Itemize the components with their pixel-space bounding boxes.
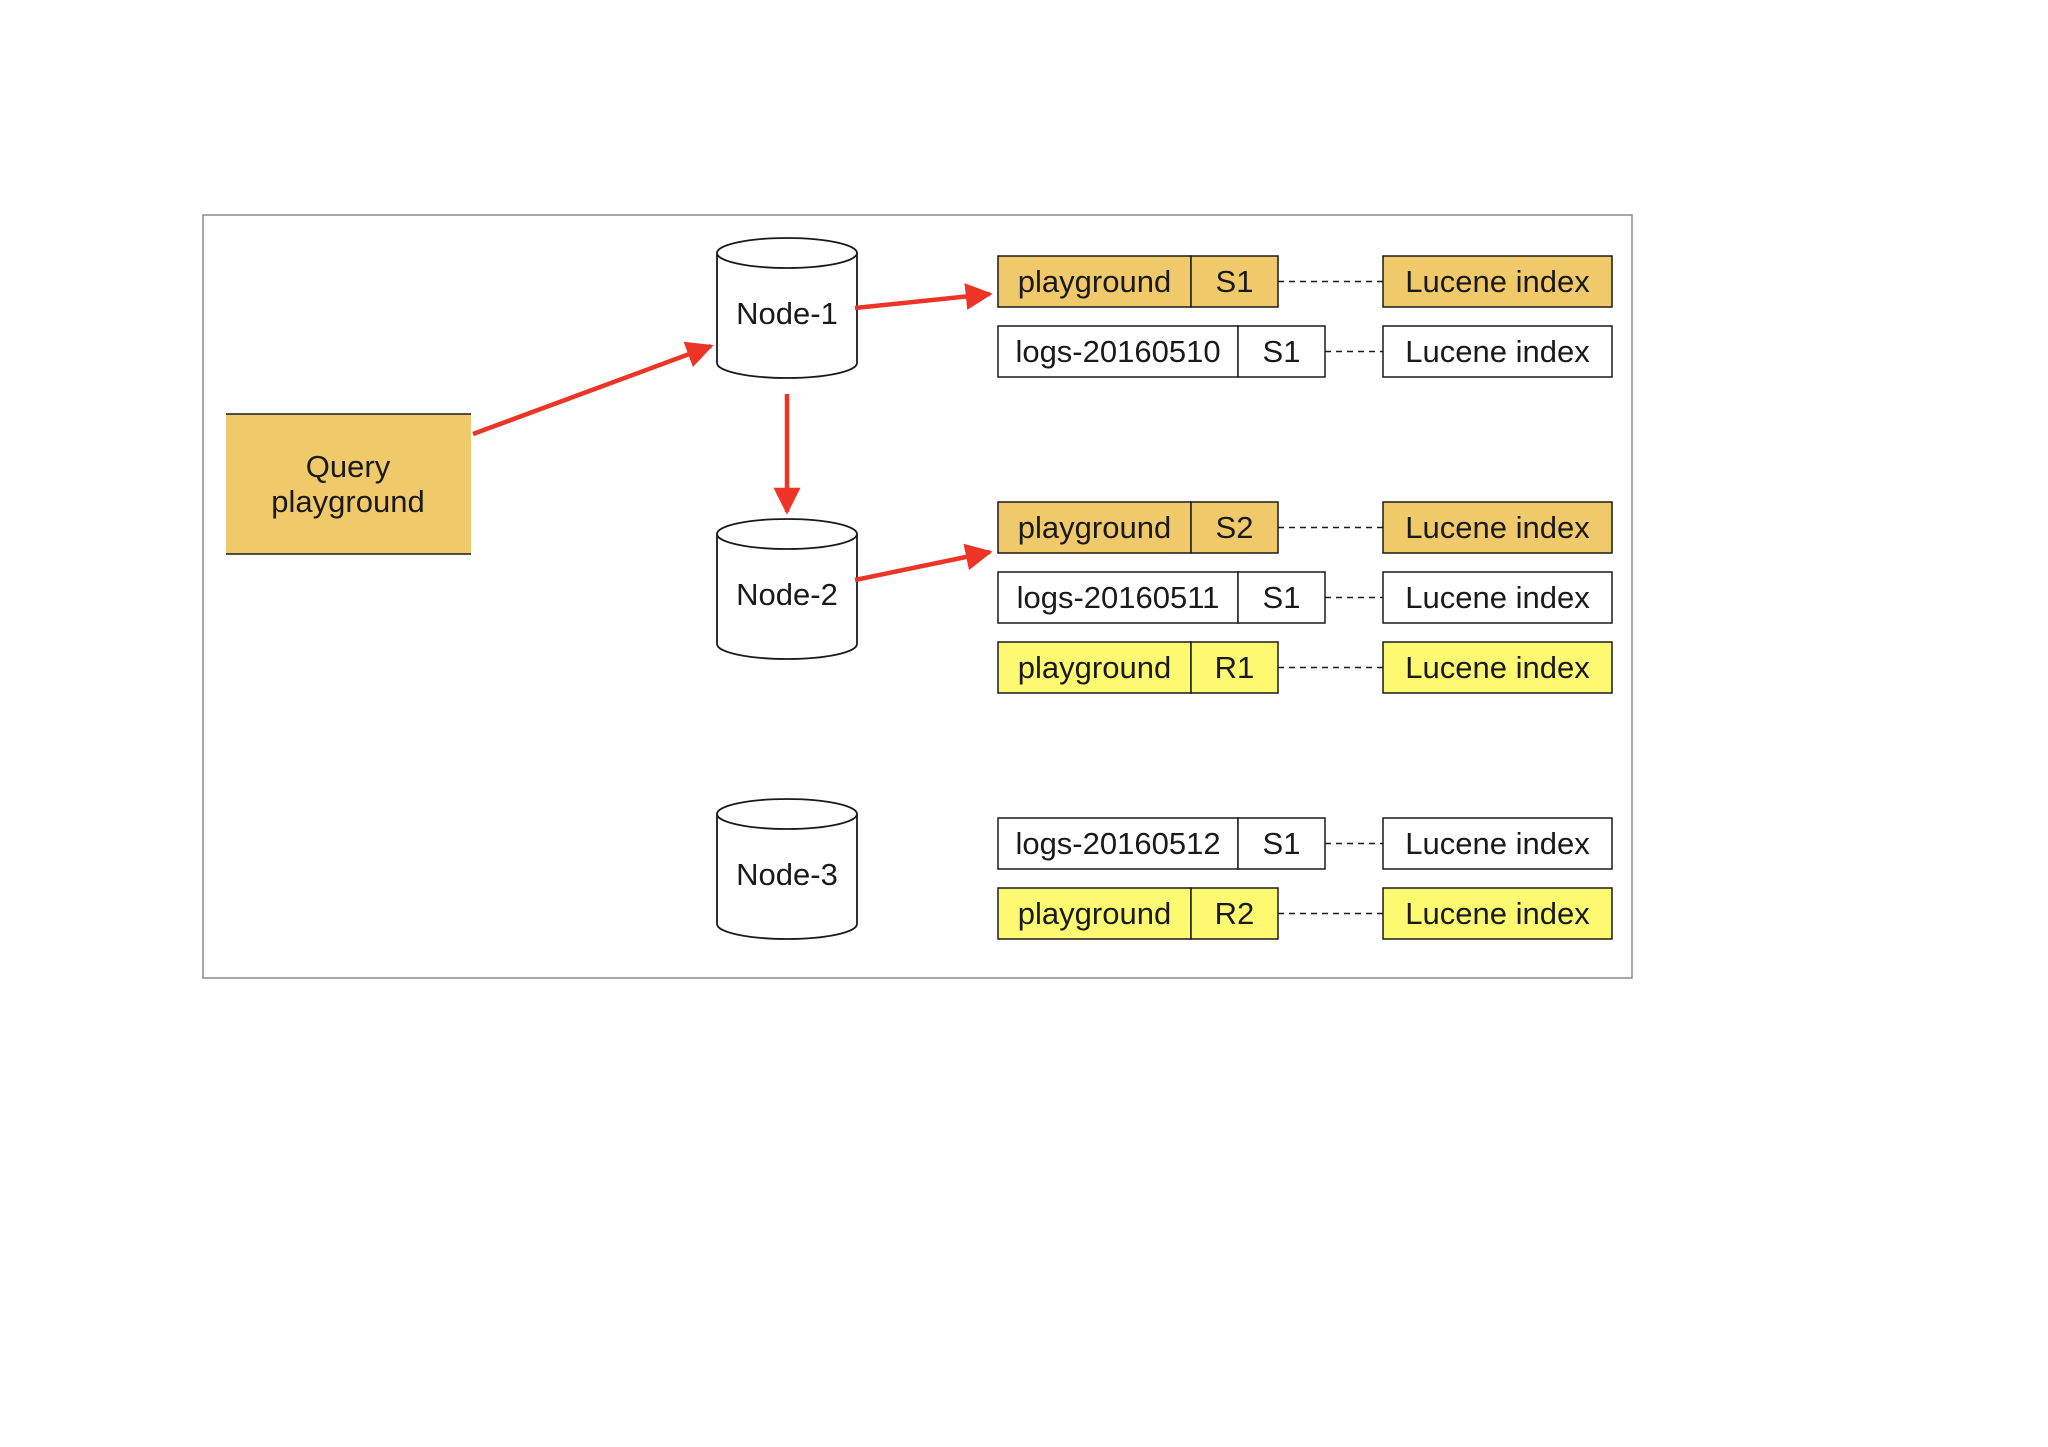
lucene-index-box	[1382, 325, 1613, 378]
query-to-node-1-arrow	[472, 341, 714, 437]
lucene-index-label: Lucene index	[1405, 510, 1590, 545]
shard-id-cell	[1237, 571, 1326, 624]
shard-id: S1	[1263, 826, 1301, 861]
lucene-index-box	[1382, 571, 1613, 624]
cylinder-body	[716, 814, 858, 940]
node-1-cylinder: Node-1	[716, 237, 858, 379]
cylinder-top	[716, 798, 858, 830]
lucene-index-box	[1382, 641, 1613, 694]
index-name-cell	[997, 641, 1192, 694]
shard-id-cell	[1190, 641, 1279, 694]
shard-row: logs-20160512 S1 Lucene index	[997, 817, 1613, 870]
index-name-cell	[997, 325, 1239, 378]
node-2-to-shard-arrow	[854, 543, 993, 583]
node-2-cylinder: Node-2	[716, 518, 858, 660]
cylinder-top	[716, 518, 858, 550]
shard-row: logs-20160511 S1 Lucene index	[997, 571, 1613, 624]
shard-id: S1	[1216, 264, 1254, 299]
lucene-index-label: Lucene index	[1405, 650, 1590, 685]
shard-id-cell	[1190, 501, 1279, 554]
shard-id-cell	[1190, 887, 1279, 940]
shard-row: playground R1 Lucene index	[997, 641, 1613, 694]
shard-id: S1	[1263, 334, 1301, 369]
index-name: logs-20160510	[1015, 334, 1220, 369]
index-name: logs-20160512	[1015, 826, 1220, 861]
shard-id: S2	[1216, 510, 1254, 545]
shard-row: logs-20160510 S1 Lucene index	[997, 325, 1613, 378]
index-name: playground	[1018, 510, 1171, 545]
lucene-index-label: Lucene index	[1405, 334, 1590, 369]
query-label-line-2: playground	[271, 484, 424, 519]
node-label: Node-3	[736, 857, 838, 892]
shard-id: R2	[1215, 896, 1255, 931]
query-box-fill	[226, 414, 471, 554]
shard-row: playground R2 Lucene index	[997, 887, 1613, 940]
lucene-index-box	[1382, 255, 1613, 308]
node-label: Node-2	[736, 577, 838, 612]
request-arrows	[472, 283, 993, 583]
index-name: logs-20160511	[1017, 580, 1220, 615]
shard-id: R1	[1215, 650, 1255, 685]
lucene-index-label: Lucene index	[1405, 264, 1590, 299]
index-name-cell	[997, 887, 1192, 940]
node-3-cylinder: Node-3	[716, 798, 858, 940]
node-1-to-shard-arrow	[854, 283, 993, 311]
query-box: Query playground	[226, 413, 471, 555]
shard-id: S1	[1263, 580, 1301, 615]
index-name: playground	[1018, 896, 1171, 931]
shard-id-cell	[1237, 325, 1326, 378]
shard-row: playground S2 Lucene index	[997, 501, 1613, 554]
lucene-index-box	[1382, 817, 1613, 870]
shard-row: playground S1 Lucene index	[997, 255, 1613, 308]
index-name: playground	[1018, 650, 1171, 685]
index-name-cell	[997, 571, 1239, 624]
node-label: Node-1	[736, 296, 838, 331]
lucene-index-box	[1382, 501, 1613, 554]
lucene-index-label: Lucene index	[1405, 896, 1590, 931]
cylinder-body	[716, 534, 858, 660]
lucene-index-label: Lucene index	[1405, 826, 1590, 861]
index-name: playground	[1018, 264, 1171, 299]
lucene-index-box	[1382, 887, 1613, 940]
lucene-index-label: Lucene index	[1405, 580, 1590, 615]
query-label-line-1: Query	[306, 449, 391, 484]
cylinder-top	[716, 237, 858, 269]
cylinder-body	[716, 253, 858, 379]
